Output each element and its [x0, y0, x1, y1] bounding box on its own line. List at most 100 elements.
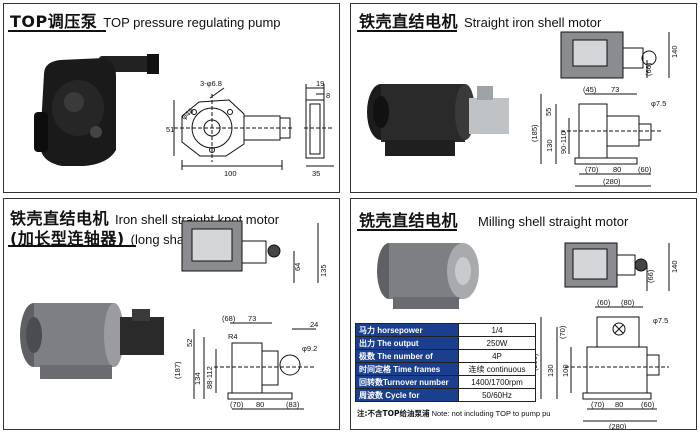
motor-photo [20, 303, 164, 379]
spec-key: 出力 The output [355, 336, 459, 350]
motor-side-view [540, 93, 661, 187]
dim-w35: 35 [312, 169, 320, 178]
dim-d66: (66) [644, 62, 653, 76]
title-underline [8, 245, 136, 247]
motor-drawing: 140 (66) (45) 73 φ7.5 55 (185) 130 90-11… [367, 31, 679, 187]
motor-top-view [564, 242, 670, 291]
dim-d24: 24 [310, 320, 318, 329]
spec-key: 极数 The number of [355, 349, 459, 363]
dim-d80b: 80 [615, 400, 623, 409]
dim-d70: (70) [230, 400, 244, 409]
pump-drawing: 3-φ6.8 φ48 51 100 19 8 35 [34, 54, 334, 178]
dim-d60a: (60) [597, 298, 611, 307]
pump-side-view [304, 84, 334, 167]
panel-title: 铁壳直结电机 Straight iron shell motor [359, 8, 601, 32]
dim-d88112: 88-112 [205, 366, 214, 389]
title-en: TOP pressure regulating pump [103, 15, 281, 30]
dim-d73: 73 [248, 314, 256, 323]
spec-key: 马力 horsepower [355, 323, 459, 337]
dim-d60: (60) [638, 165, 652, 174]
motor-photo [377, 243, 479, 309]
dim-d134: 134 [193, 372, 202, 385]
dim-d130: 130 [546, 364, 555, 377]
motor-side-view [193, 322, 316, 410]
dim-d70: (70) [558, 325, 567, 339]
spec-key: 回转数Turnover number [355, 375, 459, 389]
dim-d64: 64 [293, 263, 302, 271]
dim-d80: 80 [256, 400, 264, 409]
dim-d92: φ9.2 [302, 344, 317, 353]
dim-d75: φ7.5 [653, 316, 668, 325]
dim-d75: φ7.5 [651, 99, 666, 108]
dim-r4: R4 [228, 332, 238, 341]
dim-d80: 80 [613, 165, 621, 174]
dim-d140: 140 [670, 45, 679, 58]
panel-top-pump: TOP调压泵 TOP pressure regulating pump [3, 3, 340, 193]
title-cn: 铣壳直结电机 [359, 211, 459, 230]
spec-value: 连续 continuous [458, 362, 536, 376]
title-cn: 铁壳直结电机 [10, 209, 110, 228]
dim-d68: (68) [222, 314, 236, 323]
dim-d52: 52 [185, 339, 194, 347]
dim-d45: (45) [583, 85, 597, 94]
motor-top-view [181, 220, 319, 283]
dim-length: 100 [224, 169, 237, 178]
panel-title: TOP调压泵 TOP pressure regulating pump [10, 8, 281, 32]
title-underline [8, 30, 106, 32]
pump-front-view [173, 87, 294, 170]
dim-d135: 135 [319, 264, 328, 277]
dim-d187: (187) [173, 361, 182, 379]
dim-d66: (66) [646, 269, 655, 283]
dim-d60b: (60) [641, 400, 655, 409]
spec-value: 250W [458, 336, 536, 350]
dim-d80a: (80) [621, 298, 635, 307]
dim-d55: 55 [544, 108, 553, 116]
dim-w8: 8 [326, 91, 330, 100]
dim-d90110: 90-110 [559, 131, 568, 154]
spec-key: 周波数 Cycle for [355, 388, 459, 402]
panel-title: 铣壳直结电机 Milling shell straight motor [359, 207, 628, 231]
title-en: Milling shell straight motor [478, 214, 629, 229]
dim-w19: 19 [316, 79, 324, 88]
spec-value: 1/4 [458, 323, 536, 337]
note-en: Note: not including TOP to pump pu [431, 409, 551, 418]
title-en: Straight iron shell motor [464, 15, 602, 30]
spec-value: 1400/1700rpm [458, 375, 536, 389]
spec-note: 注:不含TOP给油泵浦 Note: not including TOP to p… [357, 408, 550, 419]
spec-value: 50/60Hz [458, 388, 536, 402]
dim-d130: 130 [545, 139, 554, 152]
title-cn: 铁壳直结电机 [359, 12, 459, 31]
title-cn-sub: (加长型连轴器) [10, 229, 125, 248]
dim-holes: 3-φ6.8 [200, 79, 222, 88]
title-underline [357, 30, 457, 32]
panel-straight-iron: 铁壳直结电机 Straight iron shell motor [350, 3, 697, 193]
dim-height: 51 [166, 125, 174, 134]
dim-d185: (185) [530, 124, 539, 142]
long-shaft-drawing: 135 64 (68) 73 24 52 (187) 134 88-112 R4… [20, 220, 328, 410]
dim-d83: (83) [286, 400, 300, 409]
spec-value: 4P [458, 349, 536, 363]
dim-d73: 73 [611, 85, 619, 94]
motor-top-view [560, 31, 670, 79]
spec-key: 时间定格 Time frames [355, 362, 459, 376]
note-cn: 注:不含TOP给油泵浦 [357, 409, 430, 418]
motor-side-view [540, 306, 669, 422]
dim-d70: (70) [585, 165, 599, 174]
dim-d70b: (70) [591, 400, 605, 409]
pump-photo [34, 54, 159, 166]
dim-d280: (280) [609, 422, 627, 430]
title-underline [357, 229, 457, 231]
dim-d100: 100 [561, 364, 570, 377]
dim-d140: 140 [670, 260, 679, 273]
motor-photo [367, 84, 509, 156]
title-cn: TOP调压泵 [10, 12, 98, 31]
panel-milling: 铣壳直结电机 Milling shell straight motor [350, 198, 697, 430]
